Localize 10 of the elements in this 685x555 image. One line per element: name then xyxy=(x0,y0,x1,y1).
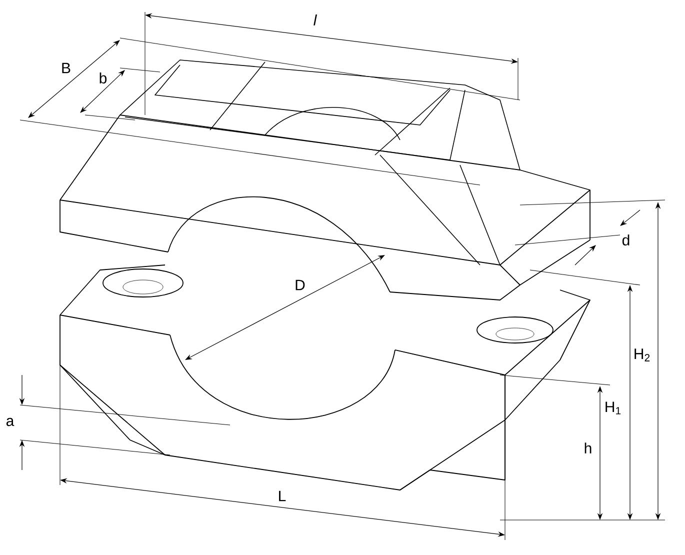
dimension-label: l xyxy=(314,14,317,26)
dimension-label: h xyxy=(584,442,592,454)
dimension-label: D xyxy=(296,280,305,290)
dimension-label: H$_{1}$ xyxy=(606,402,621,414)
dimension-label: a xyxy=(6,418,14,426)
dimension-label: L xyxy=(279,490,286,502)
dimension-label: b xyxy=(100,72,107,84)
dimension-label: d xyxy=(622,234,630,246)
dimension-label: B xyxy=(62,62,70,74)
dimension-label: H$_{2}$ xyxy=(634,348,650,362)
